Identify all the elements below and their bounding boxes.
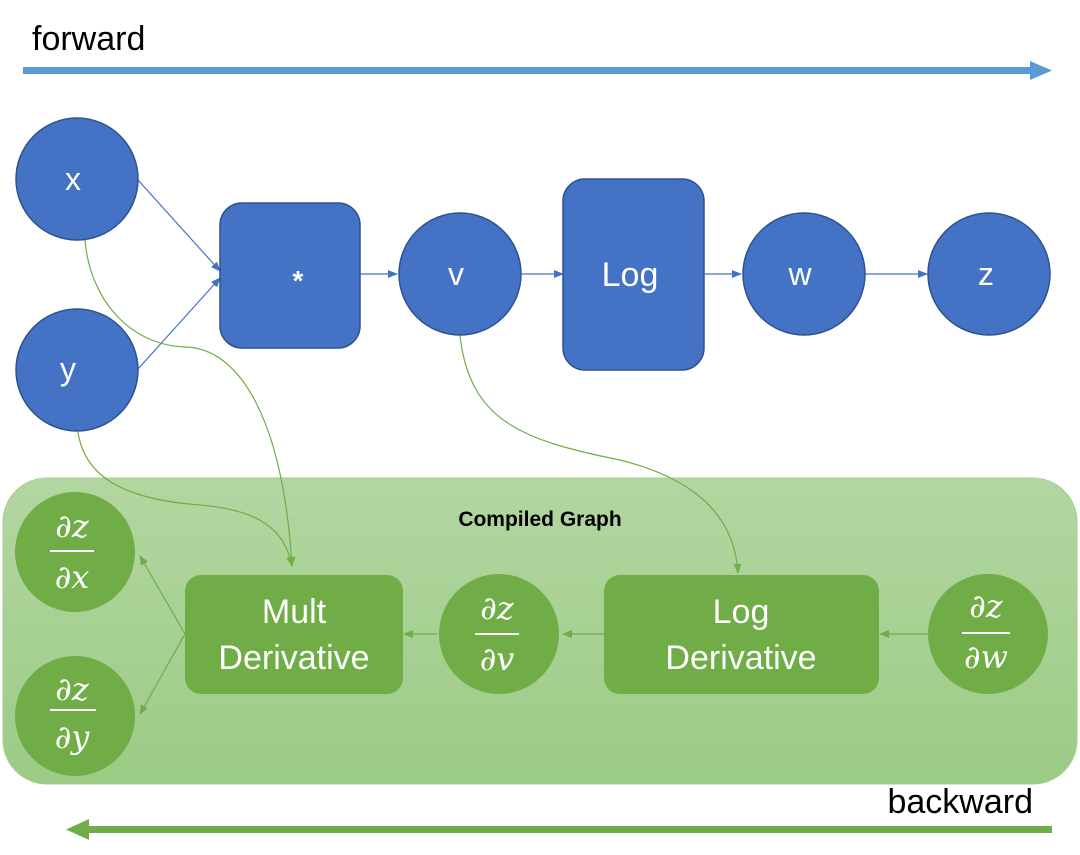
forward-label: forward: [32, 20, 145, 58]
node-z[interactable]: z: [927, 212, 1051, 336]
edge-x-to-mult: [137, 179, 221, 272]
node-x[interactable]: x: [15, 117, 139, 241]
node-z-label: z: [978, 256, 994, 292]
node-dzdy[interactable]: ∂z ∂y: [15, 656, 135, 776]
edge-y-to-mult: [137, 277, 221, 370]
log-derivative-line2: Derivative: [665, 639, 816, 677]
edge-v-to-log-derivative: [459, 335, 742, 574]
dzdw-denominator: ∂w: [964, 638, 1008, 676]
dzdy-denominator: ∂y: [55, 718, 91, 756]
mult-derivative-line2: Derivative: [218, 639, 369, 677]
node-y-label: y: [60, 351, 76, 387]
dzdx-denominator: ∂x: [55, 558, 90, 596]
compiled-graph-title: Compiled Graph: [458, 508, 621, 531]
node-mult-label: *: [293, 265, 304, 296]
node-y[interactable]: y: [15, 308, 139, 432]
backward-label: backward: [887, 783, 1033, 821]
gradient-dependency-edges: [77, 239, 742, 574]
node-mult[interactable]: *: [219, 202, 361, 349]
node-log[interactable]: Log: [562, 178, 705, 371]
node-log-label: Log: [602, 256, 659, 294]
edge-mult-derivative-to-dzdx: [139, 555, 186, 635]
dzdy-numerator: ∂z: [55, 670, 90, 708]
node-dzdv[interactable]: ∂z ∂v: [439, 574, 559, 694]
backward-edges: [139, 555, 928, 715]
dzdx-numerator: ∂z: [55, 507, 90, 545]
dzdv-denominator: ∂v: [480, 640, 515, 678]
log-derivative-line1: Log: [713, 593, 770, 631]
node-dzdw[interactable]: ∂z ∂w: [928, 574, 1048, 694]
forward-edges: [137, 179, 928, 370]
node-dzdx[interactable]: ∂z ∂x: [15, 492, 135, 612]
edge-mult-derivative-to-dzdy: [139, 633, 186, 715]
node-w[interactable]: w: [742, 212, 866, 336]
node-log-derivative[interactable]: Log Derivative: [604, 575, 879, 694]
dzdv-numerator: ∂z: [480, 589, 515, 627]
edge-y-to-mult-derivative: [77, 431, 295, 567]
node-v[interactable]: v: [398, 212, 522, 336]
forward-arrow: [23, 61, 1052, 80]
node-v-label: v: [448, 256, 464, 292]
edge-x-to-mult-derivative: [84, 239, 296, 567]
backward-arrow: [66, 819, 1052, 840]
dzdw-numerator: ∂z: [969, 587, 1004, 625]
node-x-label: x: [65, 161, 81, 197]
node-w-label: w: [787, 256, 812, 292]
node-mult-derivative[interactable]: Mult Derivative: [185, 575, 403, 694]
mult-derivative-line1: Mult: [262, 593, 327, 631]
